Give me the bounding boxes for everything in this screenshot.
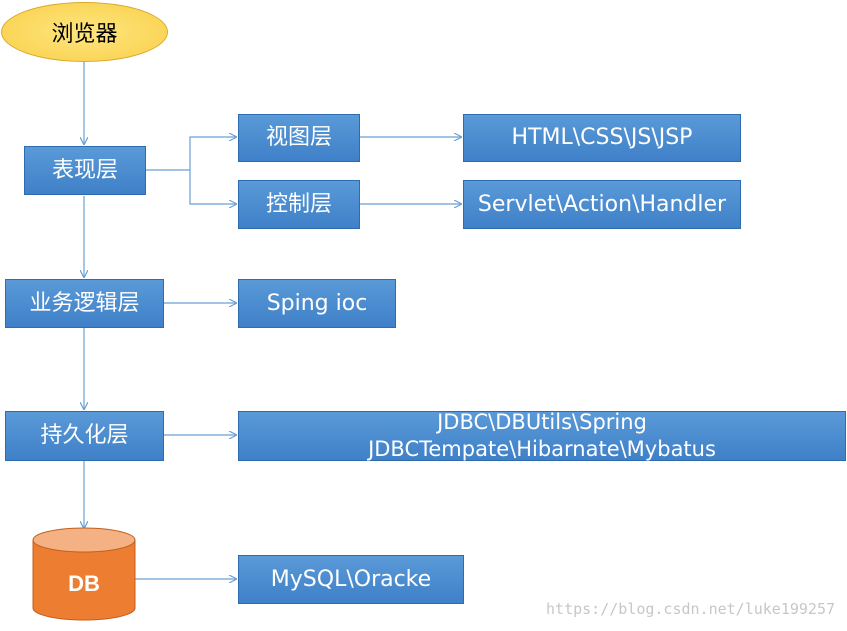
browser-node: 浏览器 [1,2,168,62]
view-layer: 视图层 [238,114,360,162]
database-cylinder [32,527,136,621]
persistence-tech-line-2: JDBCTempate\Hibarnate\Mybatus [368,437,716,461]
business-technologies: Sping ioc [238,279,396,328]
view-technologies: HTML\CSS\JS\JSP [463,114,741,162]
database-label: DB [68,571,100,596]
watermark: https://blog.csdn.net/luke199257 [546,600,835,618]
control-layer: 控制层 [238,180,360,229]
persistence-layer: 持久化层 [5,411,164,461]
arrow-presentation-to-view [189,137,236,170]
persistence-tech-line-1: JDBC\DBUtils\Spring [437,410,647,434]
control-technologies: Servlet\Action\Handler [463,180,741,229]
arrow-presentation-to-control [189,170,236,204]
business-logic-layer: 业务逻辑层 [5,279,164,328]
presentation-layer: 表现层 [24,146,146,195]
persistence-technologies: JDBC\DBUtils\Spring JDBCTempate\Hibarnat… [238,410,846,461]
database-technologies: MySQL\Oracke [238,555,464,604]
